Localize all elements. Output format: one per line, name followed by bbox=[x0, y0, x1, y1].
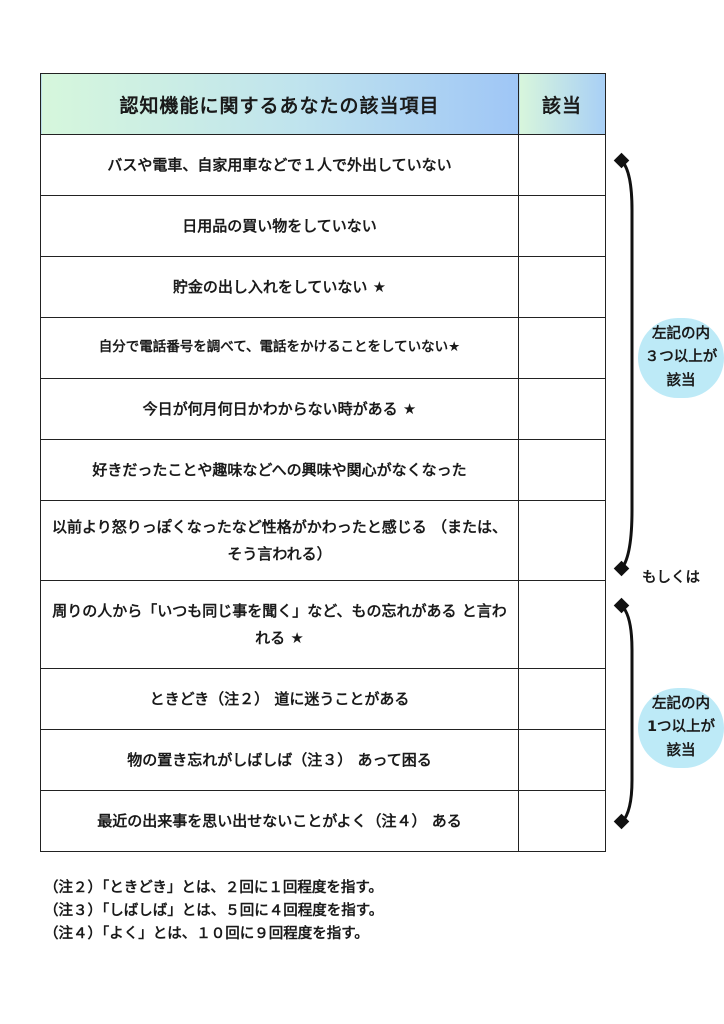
check-cell[interactable] bbox=[518, 195, 606, 257]
item-text: 以前より怒りっぽくなったなど性格がかわったと感じる （または、そう言われる） bbox=[40, 500, 519, 581]
footnote: （注３）「しばしば」とは、５回に４回程度を指す。 bbox=[44, 902, 384, 919]
item-text: 周りの人から「いつも同じ事を聞く」など、もの忘れがある と言われる ★ bbox=[40, 580, 519, 669]
table-row: 最近の出来事を思い出せないことがよく（注４） ある bbox=[40, 790, 606, 852]
item-text: 物の置き忘れがしばしば（注３） あって困る bbox=[40, 729, 519, 791]
bubble-line: 左記の内 bbox=[652, 326, 710, 343]
header-item: 認知機能に関するあなたの該当項目 bbox=[40, 73, 519, 135]
bubble-line: 1つ以上が bbox=[646, 719, 716, 736]
table-row: 貯金の出し入れをしていない ★ bbox=[40, 256, 606, 318]
bubble-line: 左記の内 bbox=[652, 696, 710, 713]
item-text: 貯金の出し入れをしていない ★ bbox=[40, 256, 519, 318]
bracket-group2 bbox=[613, 597, 634, 830]
item-text: 自分で電話番号を調べて、電話をかけることをしていない★ bbox=[40, 317, 519, 379]
table-row: 周りの人から「いつも同じ事を聞く」など、もの忘れがある と言われる ★ bbox=[40, 580, 606, 669]
table-row: 今日が何月何日かわからない時がある ★ bbox=[40, 378, 606, 440]
table-row: 物の置き忘れがしばしば（注３） あって困る bbox=[40, 729, 606, 791]
check-cell[interactable] bbox=[518, 134, 606, 196]
group-brackets bbox=[613, 152, 634, 830]
check-cell[interactable] bbox=[518, 256, 606, 318]
check-cell[interactable] bbox=[518, 439, 606, 501]
checklist-table: 認知機能に関するあなたの該当項目 該当 バスや電車、自家用車などで１人で外出して… bbox=[40, 73, 606, 852]
table-header-row: 認知機能に関するあなたの該当項目 該当 bbox=[40, 73, 606, 135]
item-text: バスや電車、自家用車などで１人で外出していない bbox=[40, 134, 519, 196]
table-row: 以前より怒りっぽくなったなど性格がかわったと感じる （または、そう言われる） bbox=[40, 500, 606, 581]
table-row: バスや電車、自家用車などで１人で外出していない bbox=[40, 134, 606, 196]
footnote: （注４）「よく」とは、１０回に９回程度を指す。 bbox=[44, 925, 369, 942]
check-cell[interactable] bbox=[518, 668, 606, 730]
table-row: 自分で電話番号を調べて、電話をかけることをしていない★ bbox=[40, 317, 606, 379]
header-check: 該当 bbox=[518, 73, 606, 135]
check-cell[interactable] bbox=[518, 317, 606, 379]
check-cell[interactable] bbox=[518, 729, 606, 791]
check-cell[interactable] bbox=[518, 500, 606, 581]
item-text: ときどき（注２） 道に迷うことがある bbox=[40, 668, 519, 730]
check-cell[interactable] bbox=[518, 790, 606, 852]
bubble-line: ３つ以上が bbox=[644, 349, 718, 366]
criteria-bubble-three-or-more: 左記の内 ３つ以上が 該当 bbox=[638, 318, 724, 398]
item-text: 日用品の買い物をしていない bbox=[40, 195, 519, 257]
footnotes: （注２）「ときどき」とは、２回に１回程度を指す。 （注３）「しばしば」とは、５回… bbox=[44, 877, 383, 946]
criteria-bubble-one-or-more: 左記の内 1つ以上が 該当 bbox=[638, 688, 724, 768]
check-cell[interactable] bbox=[518, 580, 606, 669]
table-row: 好きだったことや趣味などへの興味や関心がなくなった bbox=[40, 439, 606, 501]
item-text: 好きだったことや趣味などへの興味や関心がなくなった bbox=[40, 439, 519, 501]
table-row: 日用品の買い物をしていない bbox=[40, 195, 606, 257]
check-cell[interactable] bbox=[518, 378, 606, 440]
item-text: 最近の出来事を思い出せないことがよく（注４） ある bbox=[40, 790, 519, 852]
bubble-line: 該当 bbox=[666, 742, 696, 759]
table-row: ときどき（注２） 道に迷うことがある bbox=[40, 668, 606, 730]
item-text: 今日が何月何日かわからない時がある ★ bbox=[40, 378, 519, 440]
or-label: もしくは bbox=[642, 570, 700, 586]
bracket-group1 bbox=[613, 152, 634, 577]
footnote: （注２）「ときどき」とは、２回に１回程度を指す。 bbox=[44, 880, 383, 896]
bubble-line: 該当 bbox=[666, 372, 696, 389]
